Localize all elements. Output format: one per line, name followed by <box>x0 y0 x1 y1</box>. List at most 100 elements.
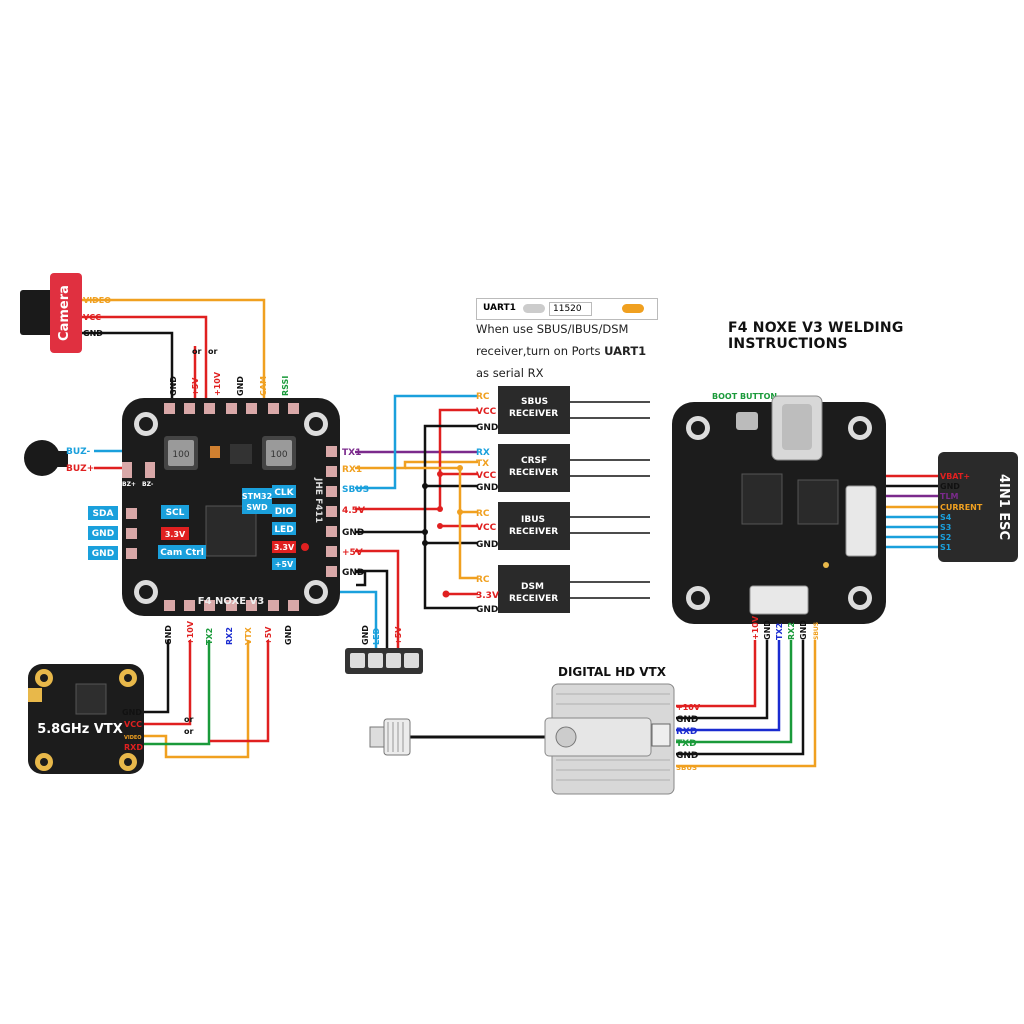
dvtx-pin-sbus: SBUS <box>676 764 697 772</box>
fc-board-2 <box>672 395 886 624</box>
led-strip <box>345 648 423 674</box>
wire-avtx-vcc <box>140 640 192 726</box>
fc-inner-scl: SCL <box>166 508 185 518</box>
wire-rc-dsm <box>458 512 478 580</box>
fc2-bot-tx2: TX2 <box>775 623 784 640</box>
analog-vtx-wires <box>140 640 270 759</box>
fc-right-45v: 4.5V <box>342 506 365 516</box>
fc-bottom-pads <box>164 600 299 611</box>
wire-gnd-dsm <box>423 532 478 610</box>
fc-right-gnd2: GND <box>342 568 364 578</box>
dvtx-pin-gnd1: GND <box>676 715 698 725</box>
wire-vcc <box>82 315 208 398</box>
fc-inner-camctrl: Cam Ctrl <box>160 548 204 558</box>
fc-top-5v: +5V <box>191 377 200 396</box>
rx-ibus-line2: RECEIVER <box>509 527 558 537</box>
wire-dvtx-sbus <box>676 640 817 768</box>
digital-vtx-title: DIGITAL HD VTX <box>558 665 667 679</box>
rx-sbus-line1: SBUS <box>521 397 548 407</box>
buz-plus-label: BUZ+ <box>66 464 94 474</box>
svg-text:100: 100 <box>270 450 287 460</box>
buzzer <box>24 440 68 476</box>
fc-top-cam: CAM <box>259 376 268 396</box>
fc-inner-dio: DIO <box>275 507 294 517</box>
uart-note: When use SBUS/IBUS/DSM receiver,turn on … <box>476 318 676 384</box>
fc-bz-minus: BZ- <box>142 481 154 488</box>
rx-crsf-line2: RECEIVER <box>509 468 558 478</box>
wire-45v <box>355 408 478 511</box>
esc-pin-labels: VBAT+ GND TLM CURRENT S4 S3 S2 S1 <box>940 472 983 552</box>
fc-bot-5v: +5V <box>264 626 273 645</box>
wire-dvtx-gnd1 <box>676 640 769 720</box>
fc-inner-33v-b: 3.3V <box>274 543 295 552</box>
rx-ibus-line1: IBUS <box>521 515 545 525</box>
fc-top-or1: or <box>192 347 201 356</box>
vtx-connector <box>749 585 809 615</box>
esc-pin-s1: S1 <box>940 543 952 552</box>
fc-inner-33v: 3.3V <box>165 530 186 539</box>
avtx-or1: or <box>184 715 193 724</box>
fc2-bot-10v: +10V <box>751 615 760 640</box>
fc-top-gnd2: GND <box>236 376 245 396</box>
buz-minus-label: BUZ- <box>66 447 91 457</box>
fc-right-tx1: TX1 <box>342 448 361 458</box>
cam-pin-gnd: GND <box>83 329 103 338</box>
rx-crsf-pin-tx: TX <box>476 459 489 469</box>
receiver-wires <box>355 394 478 610</box>
wire-dvtx-rxd <box>676 640 781 732</box>
rx-dsm-pin-33v: 3.3V <box>476 591 499 601</box>
fc2-bottom-labels: +10V GND TX2 RX2 GND SBUS <box>751 615 820 640</box>
wire-avtx-gnd <box>140 640 170 714</box>
fc-right-gnd1: GND <box>342 528 364 538</box>
fc-top-gnd1: GND <box>169 376 178 396</box>
wire-gnd-rx <box>355 424 478 534</box>
camera: Camera <box>20 273 82 353</box>
fc-bottom-labels: GND +10V TX2 RX2 VTX +5V GND <box>164 620 293 645</box>
esc-pin-s4: S4 <box>940 513 952 522</box>
fc2-bot-gnd2: GND <box>799 620 808 640</box>
esc-pin-s2: S2 <box>940 533 951 542</box>
cam-pin-video: VIDEO <box>83 296 111 305</box>
fc-mcu <box>205 505 257 557</box>
rx-crsf-pin-rx: RX <box>476 448 490 458</box>
uart1-switch-off <box>523 304 545 313</box>
analog-vtx-label: 5.8GHz VTX <box>37 722 123 737</box>
boot-button <box>736 412 758 430</box>
esc-wires <box>885 474 940 549</box>
junction-dots <box>422 465 463 598</box>
camera-wires <box>82 298 266 398</box>
rx-sbus-pin-rc: RC <box>476 392 490 402</box>
rx-dsm-line2: RECEIVER <box>509 594 558 604</box>
camera-label: Camera <box>57 285 72 341</box>
uart1-switch-on <box>622 304 644 313</box>
page-title: F4 NOXE V3 WELDING INSTRUCTIONS <box>728 320 904 352</box>
avtx-pin-video: VIDEO <box>124 735 142 741</box>
digital-vtx <box>544 683 675 795</box>
rx-dsm-pin-gnd: GND <box>476 605 498 615</box>
wire-rx1 <box>355 460 478 470</box>
fc-left-sda: SDA <box>93 509 114 519</box>
fc-top-rssi: RSSI <box>281 376 290 396</box>
analog-vtx: 5.8GHz VTX <box>28 664 144 774</box>
fc-right-5v: +5V <box>342 548 363 558</box>
fc-left-gnd1: GND <box>92 529 114 539</box>
wire-dvtx-10v <box>676 640 757 708</box>
fc2-mcu <box>741 473 783 525</box>
fc-right-rx1: RX1 <box>342 465 362 475</box>
receiver-sbus: SBUS RECEIVER RC VCC GND <box>476 386 570 434</box>
led-pin-gnd: GND <box>361 625 370 645</box>
led-pin-5v: +5V <box>394 626 403 645</box>
wire-avtx-rxd <box>140 640 211 746</box>
led-pin-led: LED <box>372 627 381 645</box>
dvtx-pin-txd: TXD <box>676 739 697 749</box>
receiver-ibus: IBUS RECEIVER RC VCC GND <box>476 502 570 550</box>
receiver-dsm: DSM RECEIVER RC 3.3V GND <box>476 565 570 615</box>
fc-bot-gnd1: GND <box>164 625 173 645</box>
rx-ibus-pin-gnd: GND <box>476 540 498 550</box>
rx-ibus-pin-vcc: VCC <box>476 523 497 533</box>
esc-pin-current: CURRENT <box>940 503 983 512</box>
fc-name: F4 NOXE V3 <box>198 596 265 607</box>
avtx-pin-gnd: GND <box>122 708 142 717</box>
fc-bot-vtx: VTX <box>244 626 253 645</box>
